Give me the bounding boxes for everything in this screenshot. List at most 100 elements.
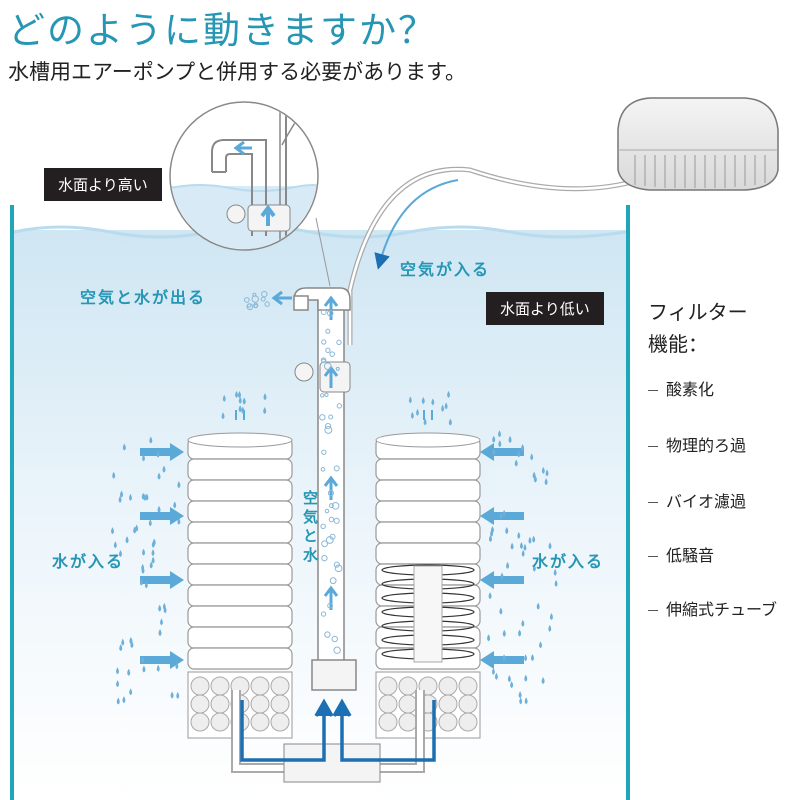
label-air-and-water: 空気と水 (301, 490, 319, 566)
tag-above-water: 水面より高い (44, 168, 162, 201)
water-droplet (133, 526, 137, 534)
water-droplet (128, 493, 132, 501)
water-droplet (539, 641, 543, 649)
water-flow-arrows (240, 698, 436, 762)
ceramic-ball (438, 676, 458, 696)
water-droplet (142, 665, 146, 673)
air-bubble (333, 517, 340, 524)
water-droplet (113, 541, 117, 549)
dash-icon (648, 610, 658, 611)
air-bubble (325, 328, 331, 334)
water-droplet (518, 691, 522, 699)
sponge-layer (375, 458, 481, 481)
bio-core (413, 565, 443, 663)
water-droplet (530, 453, 534, 461)
air-bubble (327, 310, 334, 317)
water-droplet (524, 674, 528, 682)
air-bubble (328, 516, 335, 523)
water-droplet (521, 619, 525, 627)
water-droplet (498, 430, 502, 438)
air-bubble (321, 540, 328, 548)
water-droplet (149, 436, 153, 444)
page-title: どのように動きますか？ (8, 9, 437, 52)
water-droplet (156, 664, 160, 672)
air-bubble (321, 339, 327, 345)
water-droplet (498, 440, 502, 448)
water-droplet (263, 407, 267, 415)
water-droplet (158, 629, 162, 637)
feature-item: 低騒音 (648, 542, 714, 566)
water-droplet (151, 549, 155, 557)
water-droplet (162, 602, 166, 610)
water-droplet (143, 493, 147, 501)
water-droplet (119, 644, 123, 652)
sponge-top (187, 432, 293, 448)
water-droplet (122, 696, 126, 704)
water-droplet (118, 549, 122, 557)
water-droplet (173, 501, 177, 509)
water-droplet (518, 629, 522, 637)
ceramic-ball (250, 712, 270, 732)
air-bubble (321, 554, 328, 562)
water-droplet (116, 697, 120, 705)
water-droplet (115, 667, 119, 675)
ceramic-ball (458, 676, 478, 696)
water-droplet (519, 697, 523, 705)
air-bubble (324, 508, 330, 514)
water-droplet (545, 469, 549, 477)
water-droplet (506, 561, 510, 569)
label-air-water-out: 空気と水が出る (80, 288, 207, 307)
water-droplet (421, 396, 425, 404)
water-droplet (125, 536, 129, 544)
ceramic-ball (190, 694, 210, 714)
feature-item: 伸縮式チューブ (648, 596, 777, 620)
water-droplet (177, 517, 181, 525)
water-droplet (532, 564, 536, 572)
water-droplet (524, 654, 528, 662)
sponge-layer (187, 521, 293, 544)
water-droplet (238, 396, 242, 404)
water-droplet (238, 390, 242, 398)
water-droplet (548, 542, 552, 550)
water-droplet (410, 411, 414, 419)
water-droplet (500, 572, 504, 580)
water-droplet (141, 563, 145, 571)
water-droplet (235, 390, 239, 398)
dash-icon (648, 502, 658, 503)
dash-icon (648, 390, 658, 391)
water-droplet (448, 418, 452, 426)
water-droplet (151, 556, 155, 564)
air-bubble (333, 465, 340, 472)
sponge-layer (187, 458, 293, 481)
water-surface (13, 225, 627, 239)
air-bubble (320, 523, 326, 530)
sponge-layer (187, 500, 293, 523)
air-bubble (247, 303, 252, 308)
dash-icon (648, 446, 658, 447)
air-bubble (321, 449, 327, 455)
sponge-layer (187, 563, 293, 586)
air-bubble (328, 414, 334, 420)
water-droplet (263, 393, 267, 401)
sponge-layer (187, 542, 293, 565)
water-droplet (487, 634, 491, 642)
water-droplet (158, 604, 162, 612)
water-droplet (510, 542, 514, 550)
sponge-layer (375, 500, 481, 523)
water-droplet (116, 680, 120, 688)
sponge-layer (187, 584, 293, 607)
ceramic-ball (250, 694, 270, 714)
air-bubble (323, 362, 332, 371)
water-droplet (423, 418, 427, 426)
water-droplet (144, 581, 148, 589)
water-droplet (122, 443, 126, 451)
ceramic-ball (378, 694, 398, 714)
ceramic-ball (398, 712, 418, 732)
water-droplet (502, 509, 506, 517)
inflow-arrow-right (480, 507, 494, 525)
sponge-top (375, 432, 481, 448)
water-droplet (157, 472, 161, 480)
air-bubble (325, 536, 334, 544)
